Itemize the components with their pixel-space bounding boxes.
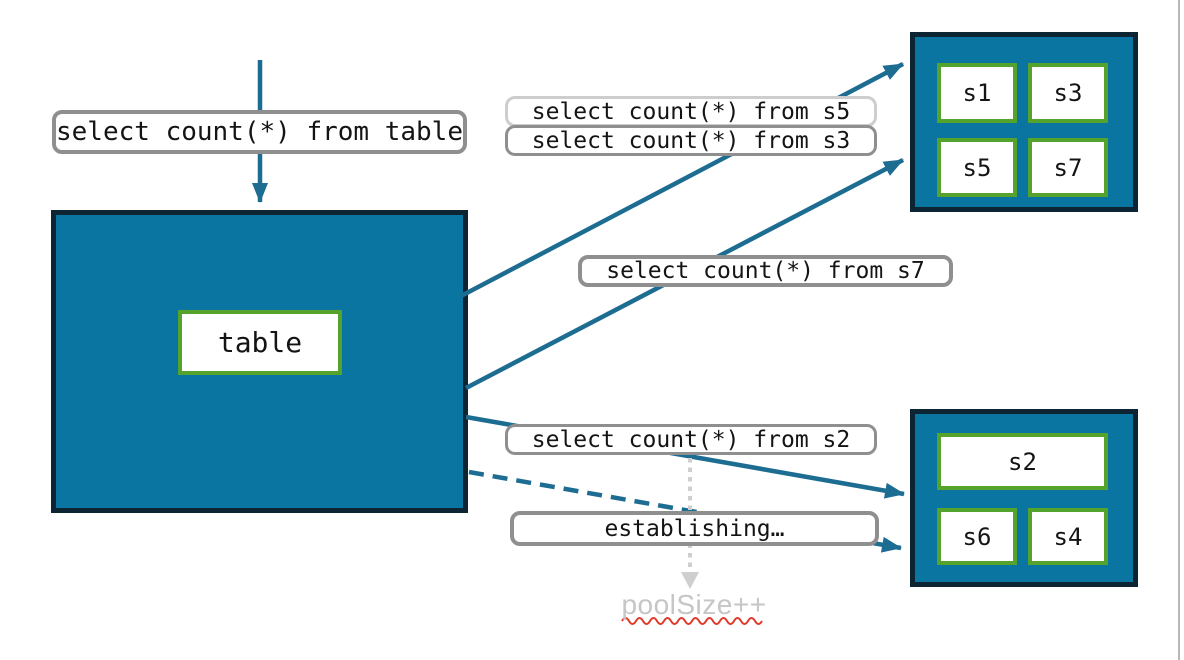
poolsize-annotation: poolSize++	[621, 589, 767, 620]
shard-node: s4	[1028, 508, 1108, 565]
shard-node: s2	[937, 433, 1108, 490]
shard-node: s7	[1028, 138, 1108, 197]
query-text: establishing…	[604, 515, 785, 542]
shard-label: s6	[962, 522, 992, 551]
query-text: select count(*) from s7	[606, 258, 925, 284]
shard-group-top: s1 s3 s5 s7	[910, 32, 1138, 212]
shard-label: s2	[1008, 447, 1037, 476]
shard-node: s1	[937, 63, 1017, 123]
query-label-table: select count(*) from table	[52, 110, 467, 154]
query-label-s2: select count(*) from s2	[505, 424, 877, 455]
table-node: table	[178, 310, 342, 375]
query-text: select count(*) from s2	[531, 426, 851, 453]
query-label-s5: select count(*) from s5	[505, 96, 877, 127]
query-label-s3: select count(*) from s3	[505, 125, 877, 156]
shard-node: s6	[937, 508, 1017, 565]
shard-label: s3	[1053, 79, 1083, 107]
shard-group-bottom: s2 s6 s4	[910, 409, 1138, 587]
query-text: select count(*) from table	[56, 117, 463, 147]
query-text: select count(*) from s3	[531, 127, 851, 154]
poolsize-arrowhead-icon	[681, 572, 699, 589]
shard-node: s3	[1028, 63, 1108, 123]
query-text: select count(*) from s5	[531, 98, 851, 125]
shard-node: s5	[937, 138, 1017, 197]
shard-label: s4	[1053, 522, 1083, 551]
establishing-label: establishing…	[510, 511, 879, 546]
query-label-s7: select count(*) from s7	[578, 255, 953, 287]
table-container-box: table	[51, 210, 468, 513]
table-node-label: table	[217, 326, 303, 359]
slide-boundary-line	[1178, 0, 1180, 660]
shard-label: s5	[962, 153, 992, 182]
shard-label: s7	[1053, 153, 1083, 182]
shard-label: s1	[962, 79, 992, 107]
